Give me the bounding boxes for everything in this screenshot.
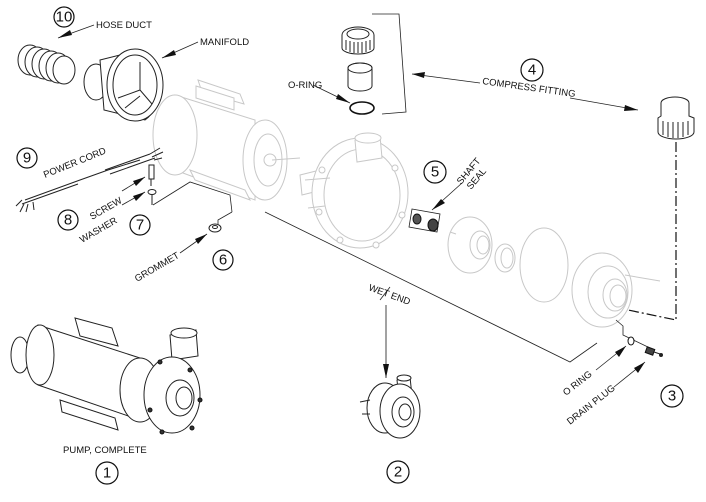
callout-2: 2	[386, 460, 410, 484]
callout-o-ring-top: O-RING	[288, 80, 351, 104]
callout-5: 5 SHAFT SEAL	[423, 156, 489, 211]
power-cord-label: POWER CORD	[42, 146, 108, 181]
callout-6: 6 GROMMET	[133, 233, 234, 285]
callout-9: 9 POWER CORD	[16, 146, 108, 181]
wet-end-part	[359, 374, 421, 439]
callout-4: 4 COMPRESS FITTING	[411, 58, 639, 111]
pump-complete-label: PUMP, COMPLETE	[63, 445, 147, 456]
compress-fitting-centerline	[627, 142, 677, 321]
compress-fitting-right-part	[657, 96, 695, 140]
hose-duct-label: HOSE DUCT	[96, 20, 152, 31]
grommet-label: GROMMET	[133, 250, 182, 284]
callout-circle-6	[212, 249, 234, 271]
manifold-part	[83, 48, 164, 122]
callout-circle-8	[57, 209, 79, 231]
shaft-seal-part	[408, 208, 441, 233]
callout-10: 10 HOSE DUCT	[53, 6, 152, 39]
callout-wet-end: WET END	[367, 282, 412, 378]
faceplate-part	[571, 252, 661, 328]
screw-label: SCREW	[88, 195, 124, 222]
o-ring-bottom-label: O RING	[561, 369, 594, 398]
wear-ring-part	[494, 243, 516, 273]
compress-fitting-nut-part	[341, 26, 375, 55]
washer-label: WASHER	[78, 215, 119, 245]
callout-number-1: 1	[103, 465, 111, 482]
impeller-part	[447, 216, 493, 274]
gasket-part	[519, 227, 569, 303]
o-ring-top-label: O-RING	[288, 80, 322, 91]
o-ring-bottom-part	[627, 336, 635, 346]
screw-part	[147, 164, 157, 205]
grommet-part	[208, 223, 222, 233]
pump-housing-part	[299, 132, 409, 249]
callout-number-5: 5	[431, 164, 439, 181]
callout-number-7: 7	[136, 217, 144, 234]
wet-end-label: WET END	[367, 282, 412, 307]
callout-number-3: 3	[668, 388, 676, 405]
callout-number-2: 2	[394, 464, 402, 481]
compress-fitting-sleeve-part	[347, 62, 373, 92]
callout-number-6: 6	[219, 252, 227, 269]
callout-number-8: 8	[64, 212, 72, 229]
compress-fitting-bracket	[372, 13, 407, 115]
callout-number-4: 4	[528, 62, 536, 79]
callout-circle-4	[520, 58, 544, 82]
drain-leader	[615, 319, 651, 349]
pump-complete-part	[10, 317, 203, 435]
callout-circle-7	[129, 214, 151, 236]
manifold-label: MANIFOLD	[200, 37, 249, 48]
wet-end-bracket	[264, 211, 598, 363]
callout-manifold: MANIFOLD	[161, 37, 249, 59]
callout-circle-9	[16, 147, 38, 169]
o-ring-top-part	[349, 101, 375, 115]
callout-number-10: 10	[56, 9, 73, 26]
callout-circle-1	[95, 461, 119, 485]
drain-plug-part	[644, 346, 663, 357]
power-cord-part	[15, 147, 164, 213]
callout-circle-5	[423, 160, 447, 184]
callout-1: PUMP, COMPLETE 1	[63, 445, 147, 485]
callout-circle-3	[660, 384, 684, 408]
callout-circle-2	[386, 460, 410, 484]
motor-part	[152, 79, 301, 201]
callout-number-9: 9	[23, 150, 31, 167]
hose-duct-part	[17, 44, 76, 85]
callout-circle-10	[53, 6, 75, 28]
